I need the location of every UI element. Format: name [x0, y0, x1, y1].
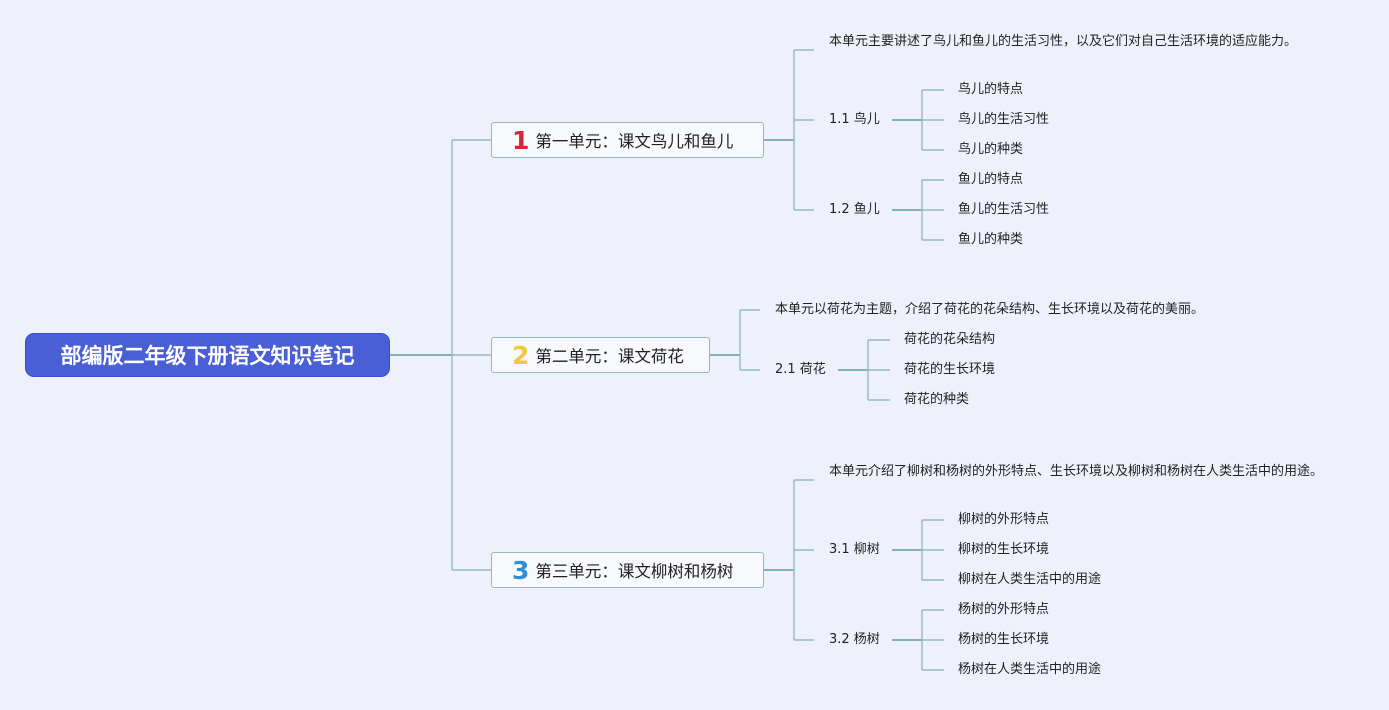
- section-1-1-label[interactable]: 1.1 鸟儿: [829, 112, 880, 127]
- unit-1-title: 第一单元：课文鸟儿和鱼儿: [535, 132, 734, 151]
- section-2-1-label[interactable]: 2.1 荷花: [775, 362, 826, 377]
- number-2-icon: 2: [512, 340, 530, 370]
- section-1-2-label[interactable]: 1.2 鱼儿: [829, 202, 880, 217]
- unit-1-topic[interactable]: 1 第一单元：课文鸟儿和鱼儿: [491, 122, 764, 158]
- number-3-icon: 3: [512, 555, 530, 585]
- section-2-1-item-2[interactable]: 荷花的生长环境: [904, 362, 996, 377]
- unit-2-description: 本单元以荷花为主题，介绍了荷花的花朵结构、生长环境以及荷花的美丽。: [775, 302, 1205, 317]
- unit-1-description: 本单元主要讲述了鸟儿和鱼儿的生活习性，以及它们对自己生活环境的适应能力。: [829, 34, 1298, 49]
- section-1-2-item-2[interactable]: 鱼儿的生活习性: [958, 202, 1050, 217]
- section-3-2-label[interactable]: 3.2 杨树: [829, 632, 880, 647]
- section-3-2-item-2[interactable]: 杨树的生长环境: [958, 632, 1050, 647]
- root-topic[interactable]: 部编版二年级下册语文知识笔记: [25, 333, 390, 377]
- unit-3-description: 本单元介绍了柳树和杨树的外形特点、生长环境以及柳树和杨树在人类生活中的用途。: [829, 464, 1324, 479]
- section-2-1-item-3[interactable]: 荷花的种类: [904, 392, 970, 407]
- unit-2-title: 第二单元：课文荷花: [535, 347, 684, 366]
- section-3-1-item-3[interactable]: 柳树在人类生活中的用途: [958, 572, 1102, 587]
- section-1-2-item-1[interactable]: 鱼儿的特点: [958, 172, 1024, 187]
- number-1-icon: 1: [512, 125, 530, 155]
- section-3-2-item-3[interactable]: 杨树在人类生活中的用途: [958, 662, 1102, 677]
- section-1-1-item-3[interactable]: 鸟儿的种类: [958, 142, 1024, 157]
- unit-3-title: 第三单元：课文柳树和杨树: [535, 562, 734, 581]
- section-1-1-item-1[interactable]: 鸟儿的特点: [958, 82, 1024, 97]
- section-3-1-item-1[interactable]: 柳树的外形特点: [958, 512, 1050, 527]
- section-3-1-item-2[interactable]: 柳树的生长环境: [958, 542, 1050, 557]
- section-2-1-item-1[interactable]: 荷花的花朵结构: [904, 332, 996, 347]
- section-1-1-item-2[interactable]: 鸟儿的生活习性: [958, 112, 1050, 127]
- section-1-2-item-3[interactable]: 鱼儿的种类: [958, 232, 1024, 247]
- unit-3-topic[interactable]: 3 第三单元：课文柳树和杨树: [491, 552, 764, 588]
- section-3-1-label[interactable]: 3.1 柳树: [829, 542, 880, 557]
- unit-2-topic[interactable]: 2 第二单元：课文荷花: [491, 337, 710, 373]
- section-3-2-item-1[interactable]: 杨树的外形特点: [958, 602, 1050, 617]
